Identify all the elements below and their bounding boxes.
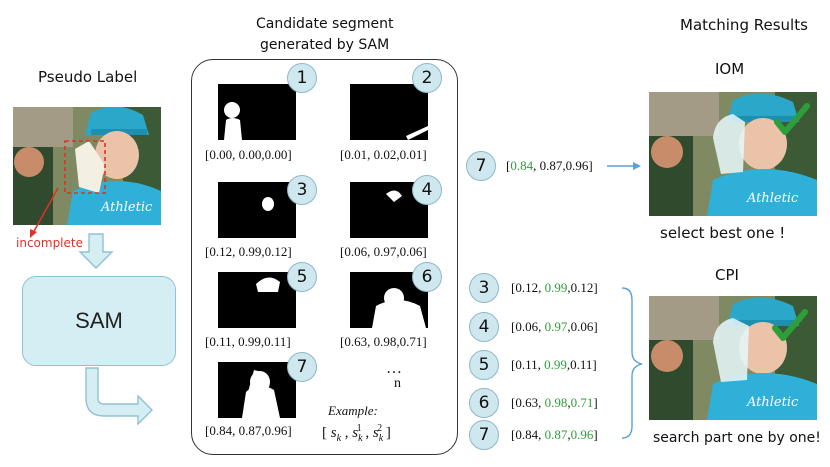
segment-number-6: 6 bbox=[412, 262, 442, 292]
segment-mask-7 bbox=[218, 362, 296, 418]
mask-shape-5 bbox=[256, 277, 280, 292]
mask-shape-2 bbox=[406, 126, 428, 140]
cpi-score-a: 0.06 bbox=[515, 319, 539, 334]
svg-text:Athletic: Athletic bbox=[746, 191, 799, 206]
segment-number-1: 1 bbox=[287, 63, 317, 93]
mask-shape-7 bbox=[242, 370, 280, 418]
cpi-score-b: 0.99 bbox=[544, 357, 567, 372]
cpi-score-b: 0.98 bbox=[544, 395, 568, 410]
cpi-number: 6 bbox=[469, 388, 499, 418]
segment-mask-6 bbox=[350, 272, 428, 328]
n-label: n bbox=[394, 376, 401, 391]
cpi-label: CPI bbox=[715, 266, 739, 284]
segment-number-4: 4 bbox=[412, 175, 442, 205]
cpi-score-c: 0.96 bbox=[570, 427, 594, 442]
segment-number-3: 3 bbox=[287, 175, 317, 205]
iom-score-c: 0.96 bbox=[565, 158, 589, 173]
candidate-panel bbox=[191, 59, 458, 455]
matching-results-title: Matching Results bbox=[680, 16, 808, 34]
pseudo-label-title: Pseudo Label bbox=[38, 68, 138, 86]
segment-score-7: [0.84, 0.87,0.96] bbox=[205, 423, 292, 438]
cpi-number: 7 bbox=[469, 420, 499, 450]
mask-shape-1 bbox=[224, 102, 242, 140]
segment-number-5: 5 bbox=[287, 262, 317, 292]
cpi-scores: [0.63, 0.98,0.71] bbox=[511, 395, 598, 410]
example-label: Example: bbox=[328, 403, 378, 418]
iom-caption: select best one ! bbox=[660, 224, 786, 242]
mask-shape-4 bbox=[386, 190, 402, 202]
cpi-scores: [0.11, 0.99,0.11] bbox=[511, 357, 597, 372]
mask-shape-6 bbox=[372, 288, 426, 328]
cpi-scores: [0.84, 0.87,0.96] bbox=[511, 427, 598, 442]
segment-score-2: [0.01, 0.02,0.01] bbox=[340, 147, 427, 162]
cpi-score-c: 0.71 bbox=[570, 395, 594, 410]
candidate-title-line2: generated by SAM bbox=[260, 37, 390, 53]
svg-text:Athletic: Athletic bbox=[100, 200, 153, 215]
segment-mask-3 bbox=[218, 182, 296, 238]
incomplete-label: incomplete bbox=[16, 236, 83, 250]
cpi-score-c: 0.12 bbox=[570, 280, 594, 295]
svg-text:Athletic: Athletic bbox=[746, 395, 799, 410]
cpi-score-b: 0.87 bbox=[544, 427, 568, 442]
segment-score-4: [0.06, 0.97,0.06] bbox=[340, 244, 427, 259]
cpi-score-b: 0.99 bbox=[544, 280, 568, 295]
cpi-score-a: 0.84 bbox=[515, 427, 539, 442]
iom-photo-illustration: Athletic bbox=[649, 92, 817, 216]
segment-number-7: 7 bbox=[287, 352, 317, 382]
cpi-number: 4 bbox=[469, 312, 499, 342]
segment-number-2: 2 bbox=[412, 63, 442, 93]
segment-mask-2 bbox=[350, 84, 428, 140]
cpi-score-a: 0.12 bbox=[515, 280, 539, 295]
segment-mask-1 bbox=[218, 84, 296, 140]
example-formula: [ sk , sk1 , sk2 ] bbox=[322, 423, 391, 444]
mask-shape-3 bbox=[262, 197, 274, 211]
sam-box: SAM bbox=[22, 276, 176, 366]
segment-score-1: [0.00, 0.00,0.00] bbox=[205, 147, 292, 162]
iom-scores: [0.84, 0.87,0.96] bbox=[506, 158, 593, 173]
cpi-score-b: 0.97 bbox=[544, 319, 568, 334]
segment-mask-5 bbox=[218, 272, 296, 328]
iom-score-a: 0.84 bbox=[510, 158, 534, 173]
cpi-score-c: 0.11 bbox=[570, 357, 593, 372]
cpi-score-a: 0.63 bbox=[515, 395, 539, 410]
cpi-score-a: 0.11 bbox=[515, 357, 538, 372]
candidate-title-line1: Candidate segment bbox=[256, 16, 394, 32]
cpi-photo-illustration: Athletic bbox=[649, 296, 817, 420]
iom-score-b: 0.87 bbox=[539, 158, 563, 173]
cpi-scores: [0.12, 0.99,0.12] bbox=[511, 280, 598, 295]
iom-label: IOM bbox=[715, 60, 745, 78]
segment-score-3: [0.12, 0.99,0.12] bbox=[205, 244, 292, 259]
boy-photo-illustration: Athletic bbox=[13, 107, 161, 225]
cpi-caption: search part one by one! bbox=[653, 430, 821, 446]
cpi-scores: [0.06, 0.97,0.06] bbox=[511, 319, 598, 334]
iom-number: 7 bbox=[466, 151, 496, 181]
iom-result-photo: Athletic bbox=[649, 92, 817, 216]
cpi-result-photo: Athletic bbox=[649, 296, 817, 420]
pseudo-label-photo: Athletic bbox=[13, 107, 161, 225]
cpi-score-c: 0.06 bbox=[570, 319, 594, 334]
cpi-number: 5 bbox=[469, 350, 499, 380]
cpi-number: 3 bbox=[469, 273, 499, 303]
segment-score-5: [0.11, 0.99,0.11] bbox=[205, 334, 291, 349]
segment-score-6: [0.63, 0.98,0.71] bbox=[340, 334, 427, 349]
ellipsis: … bbox=[386, 360, 402, 377]
